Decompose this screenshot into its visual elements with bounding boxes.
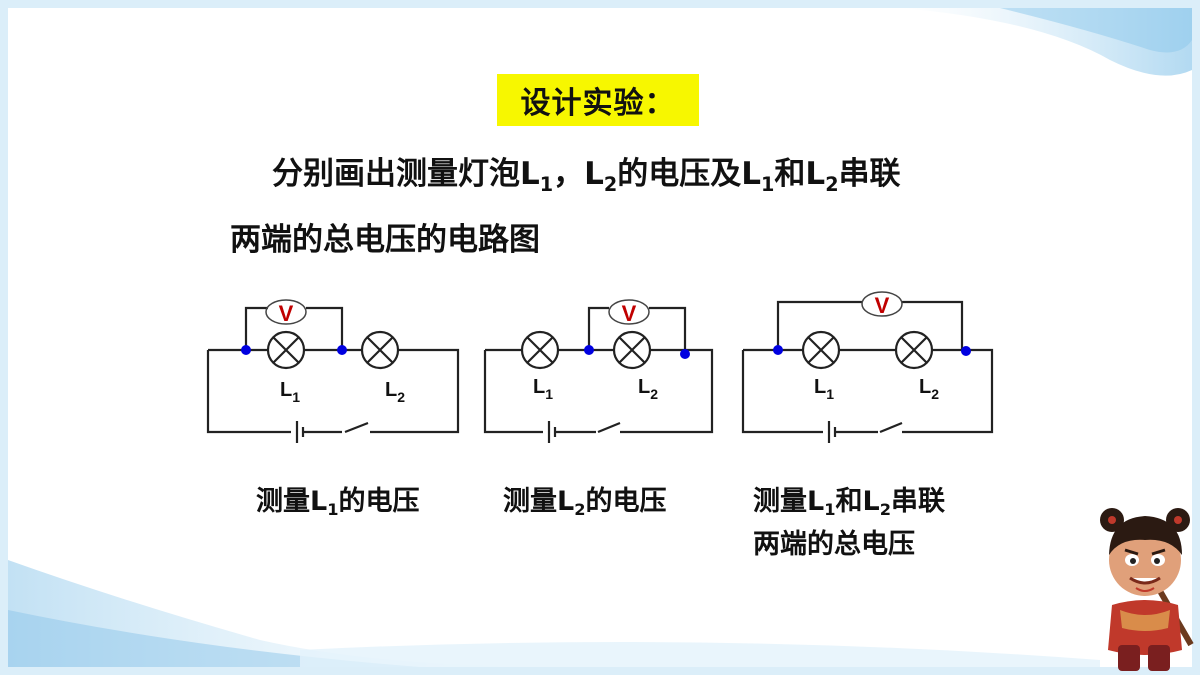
task-line-1: 分别画出测量灯泡L1，L2的电压及L1和L2串联 — [272, 148, 901, 196]
caption-text: 的电压 — [585, 486, 667, 517]
caption-1: 测量L1的电压 — [256, 482, 419, 525]
lamp-label: L2 — [919, 376, 939, 402]
caption-text: 两端的总电压 — [753, 529, 915, 560]
lamp-label: L2 — [638, 376, 658, 402]
caption-3: 测量L1和L2串联两端的总电压 — [753, 482, 945, 565]
task-text: 串联 — [838, 156, 901, 192]
voltmeter-label: V — [622, 301, 637, 326]
task-text: 分别画出测量灯泡L — [272, 156, 540, 192]
lamp-label: L1 — [814, 376, 834, 402]
subscript: 1 — [761, 172, 775, 196]
subscript: 2 — [825, 172, 839, 196]
lamp-label: L2 — [385, 379, 405, 405]
subscript: 2 — [603, 172, 618, 196]
subscript: 2 — [574, 499, 586, 519]
title-banner: 设计实验： — [497, 74, 699, 126]
caption-text: 测量L — [753, 486, 825, 517]
voltmeter-label: V — [875, 293, 890, 318]
subscript: 1 — [539, 172, 554, 196]
task-text: 的电压及L — [617, 156, 762, 192]
cartoon-mascot-image — [1100, 508, 1194, 671]
circuit-3 — [741, 291, 994, 443]
task-text: ，L — [553, 156, 604, 192]
caption-text: 串联 — [890, 486, 945, 517]
caption-text: 和L — [835, 486, 880, 517]
caption-text: 测量L — [503, 486, 575, 517]
lamp-label: L1 — [533, 376, 553, 402]
title-text: 设计实验： — [520, 86, 676, 121]
caption-text: 的电压 — [338, 486, 420, 517]
task-text: 和L — [774, 156, 826, 192]
subscript: 2 — [879, 499, 891, 519]
voltmeter-label: V — [279, 301, 294, 326]
caption-text: 测量L — [256, 486, 328, 517]
subscript: 1 — [824, 499, 836, 519]
subscript: 1 — [327, 499, 339, 519]
circuit-1 — [206, 299, 460, 443]
caption-2: 测量L2的电压 — [503, 482, 666, 525]
task-line-2: 两端的总电压的电路图 — [230, 222, 540, 258]
junction-nodes — [241, 345, 971, 359]
lamp-label: L1 — [280, 379, 300, 405]
circuit-2 — [483, 299, 714, 443]
